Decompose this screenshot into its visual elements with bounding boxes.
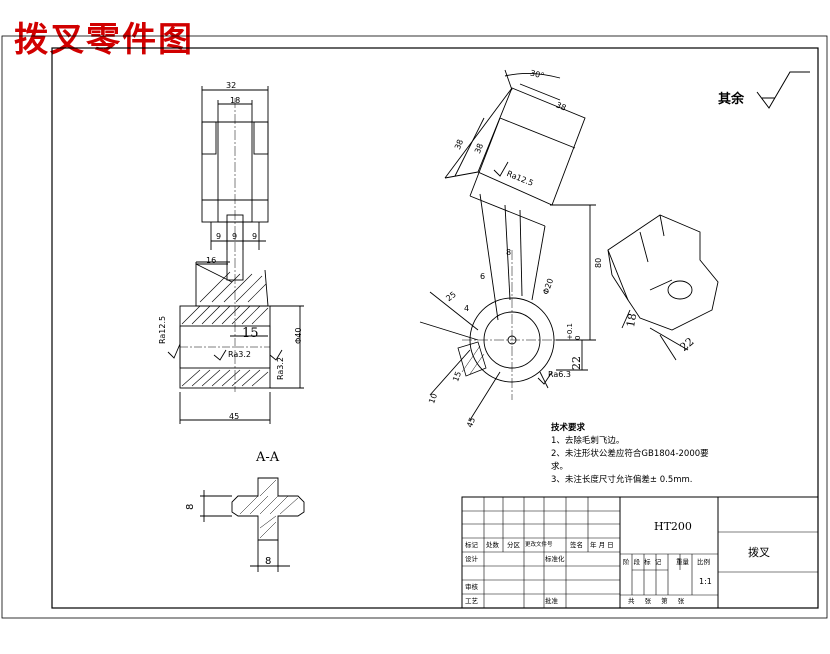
label-scale: 比例 (697, 558, 710, 566)
rev-h-2: 分区 (507, 541, 520, 549)
dim-9b: 9 (232, 232, 238, 241)
label-review: 审核 (465, 583, 478, 591)
dim-80: 80 (594, 257, 603, 268)
dim-8c: 8 (506, 248, 512, 257)
dim-tol0: 0 (574, 335, 582, 340)
tech-item-1: 1、去除毛刺飞边。 (551, 436, 625, 446)
iso-view (607, 214, 719, 361)
label-design: 设计 (465, 555, 478, 563)
scale-value: 1:1 (699, 577, 712, 586)
label-standard: 标准化 (545, 555, 565, 563)
dim-16: 16 (206, 256, 217, 265)
main-view (419, 69, 596, 421)
dim-9a: 9 (216, 232, 222, 241)
surface-note-label: 其余 (718, 92, 745, 107)
label-approve: 批准 (545, 597, 558, 605)
tech-item-3: 求。 (551, 462, 569, 472)
rev-h-1: 处数 (486, 541, 499, 549)
dim-15: 15 (242, 326, 259, 341)
section-view (200, 477, 305, 572)
label-process: 工艺 (465, 597, 478, 605)
ra-3-2: Ra3.2 (228, 350, 252, 359)
rev-h-3: 更改文件号 (525, 542, 553, 548)
dim-32: 32 (226, 81, 237, 90)
dim-6: 6 (480, 272, 486, 281)
dim-22: 22 (570, 356, 583, 370)
dim-4: 4 (464, 304, 470, 313)
tech-requirements: 技术要求 1、去除毛刺飞边。 2、未注形状公差应符合GB1804-2000要 求… (551, 422, 709, 487)
label-sheet: 共 张 第 张 (628, 597, 689, 605)
material: HT200 (654, 520, 692, 533)
part-name: 拨叉 (748, 546, 770, 559)
rev-h-5: 年 月 日 (590, 541, 614, 549)
drawing-title: 拨叉零件图 (14, 20, 194, 60)
ra-6-3: Ra6.3 (548, 370, 572, 379)
section-label: A-A (256, 450, 280, 465)
label-weight: 重量 (676, 558, 689, 566)
rev-h-0: 标记 (465, 541, 478, 549)
dim-8a: 8 (185, 503, 196, 510)
dim-8b: 8 (265, 556, 272, 567)
label-stage: 阶 段 标 记 (623, 558, 663, 566)
surface-finish-symbol (756, 71, 810, 109)
ra-12-5: Ra12.5 (158, 315, 167, 344)
dim-9c: 9 (252, 232, 258, 241)
iso-dim-18: 18 (624, 312, 640, 329)
tech-heading: 技术要求 (551, 423, 586, 433)
tech-item-2: 2、未注形状公差应符合GB1804-2000要 (551, 449, 709, 459)
inner-border (51, 47, 819, 609)
outer-border (1, 35, 828, 619)
title-block (461, 496, 819, 609)
rev-h-4: 签名 (570, 541, 583, 549)
ra-3-2-b: Ra3.2 (276, 356, 285, 380)
dim-45: 45 (229, 412, 240, 421)
tech-item-4: 3、未注长度尺寸允许偏差± 0.5mm. (551, 475, 693, 485)
dim-phi40: Φ40 (294, 327, 303, 344)
dim-18: 18 (230, 96, 241, 105)
front-view (167, 86, 304, 424)
